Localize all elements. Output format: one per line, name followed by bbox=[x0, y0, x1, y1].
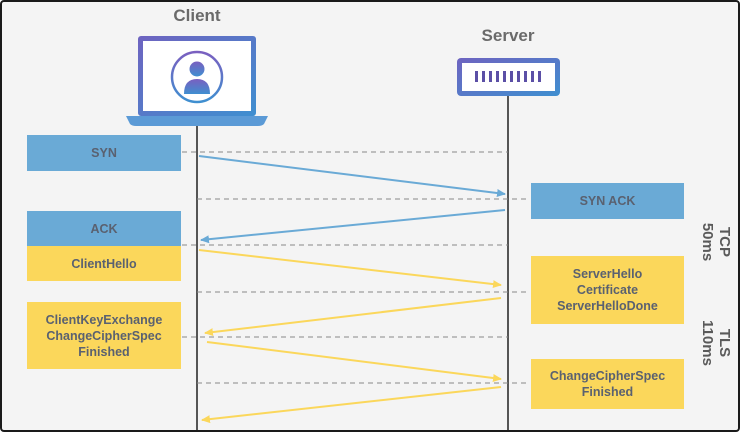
ack-box: ACK bbox=[27, 211, 181, 246]
dashed-guides bbox=[182, 151, 530, 384]
server-finished-box: ChangeCipherSpec Finished bbox=[531, 359, 684, 409]
laptop-user-icon bbox=[126, 36, 268, 126]
tcp-phase-label: TCP 50ms bbox=[699, 222, 733, 262]
server-finished-arrow bbox=[201, 386, 502, 424]
syn-ack-box: SYN ACK bbox=[531, 183, 684, 219]
tls-phase-label: TLS 110ms bbox=[699, 320, 733, 366]
syn-arrow bbox=[198, 155, 506, 197]
server-hello-arrow bbox=[204, 297, 502, 337]
server-label: Server bbox=[481, 26, 535, 45]
client-hello-box: ClientHello bbox=[27, 246, 181, 281]
server-hello-box: ServerHello Certificate ServerHelloDone bbox=[531, 256, 684, 324]
syn-box: SYN bbox=[27, 135, 181, 171]
server-rack-icon bbox=[457, 58, 560, 96]
client-label: Client bbox=[173, 6, 221, 25]
client-hello-arrow bbox=[198, 249, 502, 289]
syn-ack-arrow bbox=[200, 209, 506, 244]
client-key-exchange-arrow bbox=[206, 341, 502, 382]
client-key-exchange-box: ClientKeyExchange ChangeCipherSpec Finis… bbox=[27, 302, 181, 369]
